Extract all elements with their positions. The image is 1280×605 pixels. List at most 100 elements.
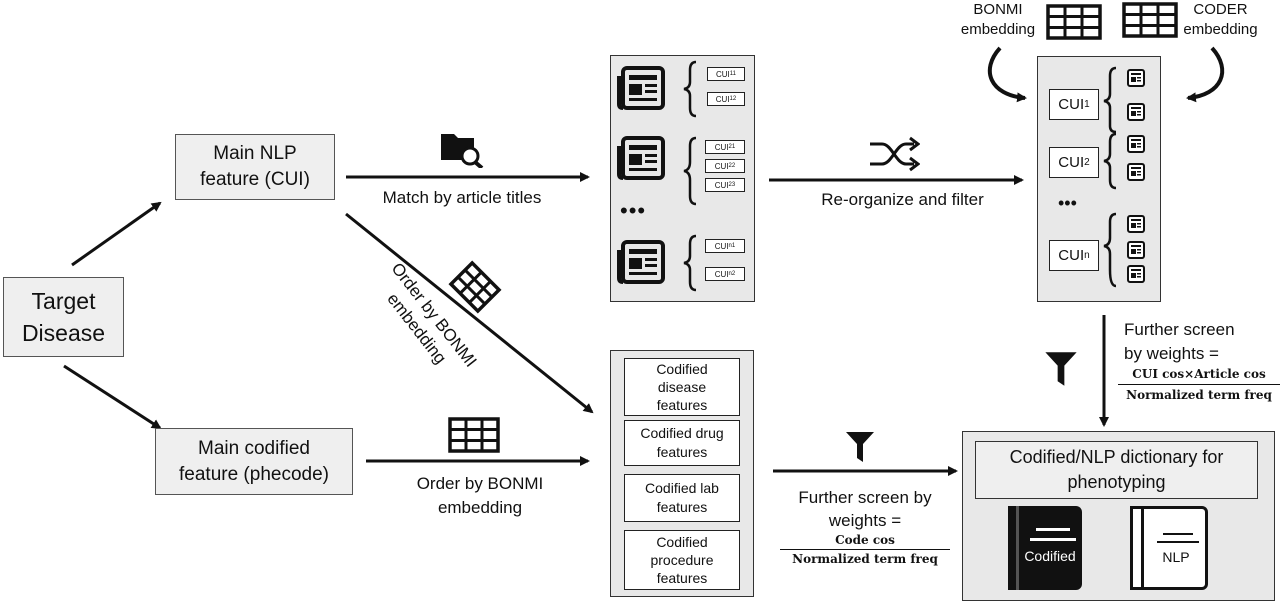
codified-lab-line2: features [656,499,708,515]
brace [683,60,697,118]
curved-arrow-coder [1186,46,1225,103]
mini-newspaper-icon [1127,163,1145,181]
order-bonmi-line2: embedding [437,498,523,517]
screen-codified-line1: Further screen by [798,488,932,507]
newspaper-icon [617,136,665,180]
screen-nlp-denominator: Normalized term freq [1126,388,1272,402]
codified-drug-line1: Codified drug [640,425,724,441]
cui-22-sub: 22 [728,163,736,169]
target-disease-box: Target Disease [3,277,124,357]
codified-book-icon: Codified [1008,506,1082,590]
screen-codified-line2: weights = [828,511,902,530]
cui-n-sub: n [1084,250,1090,261]
cui-21-base: CUI [714,142,729,152]
newspaper-icon [617,240,665,284]
codified-disease-line1: Codified [656,361,708,377]
nlp-book-label: NLP [1162,549,1190,565]
cui-1-base: CUI [1058,96,1085,113]
cui-12-sub: 12 [729,96,737,102]
mini-newspaper-icon [1127,215,1145,233]
codified-lab-box: Codified lab features [624,474,740,522]
bonmi-embedding-label: BONMI embedding [958,0,1038,40]
codified-procedure-box: Codified procedure features [624,530,740,590]
arrow-target-to-nlp [71,201,162,267]
codified-procedure-line1: Codified [656,534,708,550]
screen-nlp-line2: by weights = [1124,344,1219,363]
cui-n2-sub: n2 [728,271,736,277]
cui-22-base: CUI [714,161,729,171]
coder-embedding-grid-icon [1122,2,1178,38]
cui-2-base: CUI [1058,154,1085,171]
dictionary-title-line2: phenotyping [1067,472,1166,492]
cui-11-base: CUI [715,69,730,79]
brace [683,234,697,292]
screen-codified-denominator: Normalized term freq [792,552,938,566]
brace-layer [683,60,697,292]
cui-n-base: CUI [1058,247,1085,264]
cui-n1-base: CUI [714,241,729,251]
codified-drug-box: Codified drug features [624,420,740,466]
brace [1103,66,1117,134]
brace [1103,132,1117,190]
codified-disease-line2: disease [657,379,707,395]
arrow-nlp-to-codified-panel [345,212,594,414]
codified-lab-line1: Codified lab [645,480,719,496]
folder-search-icon [441,134,484,168]
main-codified-line1: Main codified [198,437,310,459]
mini-newspaper-icon [1127,265,1145,283]
main-codified-feature-box: Main codified feature (phecode) [155,428,353,495]
screen-codified-text: Further screen by weights = Code cos Nor… [780,486,950,568]
shuffle-icon [870,136,920,172]
main-nlp-feature-box: Main NLP feature (CUI) [175,134,335,200]
codified-procedure-line3: features [656,570,708,586]
cui-ellipsis: ••• [1058,193,1077,213]
dictionary-title-box: Codified/NLP dictionary for phenotyping [975,441,1258,499]
reorganize-filter-label: Re-organize and filter [821,190,984,209]
main-codified-line2: feature (phecode) [179,463,329,485]
bonmi-embedding-line1: BONMI [973,1,1023,18]
order-bonmi-label: Order by BONMI embedding [400,472,560,520]
cui-2-sub: 2 [1084,157,1090,168]
brace [1103,212,1117,288]
screen-codified-numerator: Code cos [780,532,950,550]
cui-n2-base: CUI [714,269,729,279]
codified-procedure-line2: procedure [650,552,714,568]
cui-23-sub: 23 [728,182,736,188]
cui-1-sub: 1 [1084,99,1090,110]
bonmi-embedding-grid-icon [1046,4,1102,40]
cui-12-base: CUI [715,94,730,104]
codified-disease-line3: features [656,397,708,413]
dictionary-title-line1: Codified/NLP dictionary for [1009,447,1224,467]
article-ellipsis: ••• [620,198,647,223]
screen-nlp-numerator: CUI cos×Article cos [1118,366,1280,385]
order-bonmi-line1: Order by BONMI [416,474,544,493]
coder-embedding-label: CODER embedding [1178,0,1263,40]
screen-nlp-text: Further screen by weights = CUI cos×Arti… [1118,318,1280,405]
codified-disease-box: Codified disease features [624,358,740,416]
newspaper-icon [617,66,665,110]
cui-23-base: CUI [714,180,729,190]
cui-article-icons [1103,66,1145,288]
target-disease-label: Target Disease [21,288,106,346]
bonmi-grid-icon-diagonal [448,260,502,314]
main-nlp-line1: Main NLP [213,143,297,164]
filter-icon [1045,352,1077,386]
main-nlp-line2: feature (CUI) [200,169,310,190]
cui-11-sub: 11 [729,71,736,77]
coder-embedding-line2: embedding [1183,21,1258,38]
cui-21-sub: 21 [728,144,736,150]
mini-newspaper-icon [1127,135,1145,153]
mini-newspaper-icon [1127,69,1145,87]
codified-book-label: Codified [1024,548,1076,564]
nlp-book-icon: NLP [1130,506,1208,590]
